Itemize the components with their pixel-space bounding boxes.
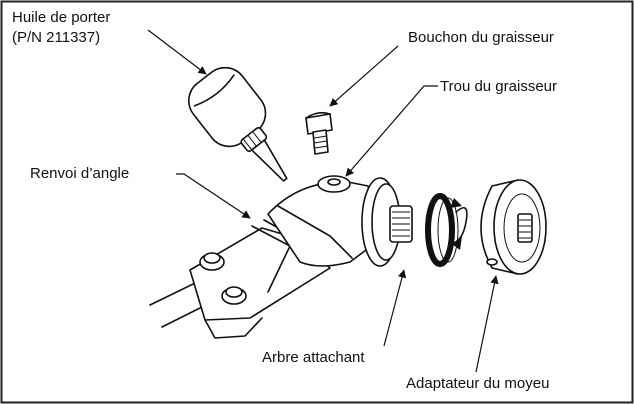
label-shaft: Arbre attachant <box>262 349 365 366</box>
label-oil: Huile de porter <box>12 9 110 26</box>
label-hub-adapter: Adaptateur du moyeu <box>406 375 549 392</box>
leader-lines <box>147 29 499 373</box>
retaining-ring <box>425 193 459 267</box>
hub-adapter <box>480 179 547 275</box>
label-grease-hole: Trou du graisseur <box>440 78 557 95</box>
label-grease-plug: Bouchon du graisseur <box>408 29 554 46</box>
grease-plug-bolt <box>305 111 333 155</box>
label-gear-head: Renvoi d’angle <box>30 165 129 182</box>
oil-bottle <box>188 66 288 182</box>
rotation-arrow-icon <box>450 198 468 250</box>
gear-head <box>189 175 413 339</box>
label-oil-part-number: (P/N 211337) <box>12 29 100 46</box>
